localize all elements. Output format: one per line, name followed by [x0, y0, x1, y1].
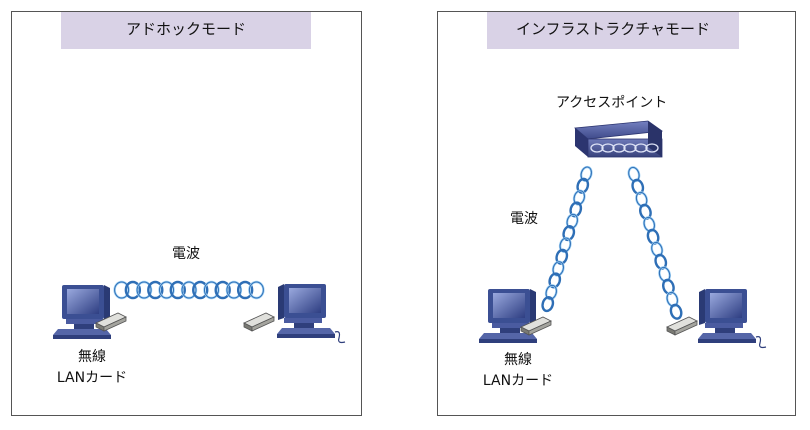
infra-wave-label: 電波 [510, 211, 538, 227]
adhoc-title: アドホックモード [61, 12, 311, 49]
adhoc-card-label: 無線 LANカード [52, 347, 132, 389]
wave-link-outline [670, 304, 682, 320]
wave-link-outline [566, 213, 578, 229]
access-point-device [574, 120, 664, 158]
wave-link-outline [159, 281, 175, 299]
ap-ring [623, 143, 637, 153]
wave-link-outline [147, 281, 163, 299]
ap-ring [634, 143, 648, 153]
infra-card-label-line2: LANカード [482, 373, 554, 389]
wave-link-outline [114, 281, 130, 299]
adhoc-radio-wave [113, 280, 265, 300]
wave-link-outline [170, 281, 186, 299]
infra-card-label-line1: 無線 [504, 352, 532, 368]
wave-link-outline [549, 273, 561, 288]
infra-card-label: 無線 LANカード [478, 350, 558, 392]
ap-ring [601, 143, 615, 153]
infra-radio-wave-right [627, 166, 683, 320]
adhoc-card-label-line1: 無線 [78, 349, 106, 365]
wave-link-outline [552, 261, 564, 276]
wave-link-outline [556, 249, 568, 265]
wave-link-outline [125, 281, 141, 299]
wave-link-outline [215, 281, 231, 299]
wave-link-outline [577, 178, 589, 194]
wave-link-outline [226, 281, 242, 299]
wave-link-outline [563, 225, 575, 241]
wave-link-outline [570, 202, 582, 217]
ap-ring [645, 143, 659, 153]
infra-title: インフラストラクチャモード [487, 12, 739, 49]
wave-link-outline [545, 284, 557, 300]
wave-link-outline [248, 281, 264, 299]
wave-link-outline [542, 296, 554, 312]
wave-link-outline [559, 237, 571, 253]
adhoc-wave-label: 電波 [172, 246, 200, 262]
infra-panel [437, 11, 796, 416]
wave-link-outline [580, 166, 592, 182]
wave-link-outline [181, 281, 197, 299]
adhoc-card-label-line2: LANカード [56, 370, 128, 386]
wave-link-outline [136, 281, 152, 299]
access-point-label: アクセスポイント [556, 95, 668, 111]
adhoc-panel [11, 11, 362, 416]
ap-ring [612, 143, 626, 153]
wave-link-outline [192, 281, 208, 299]
wave-link-outline [573, 190, 585, 205]
infra-radio-wave-left [541, 165, 593, 313]
wave-link-outline [203, 281, 219, 299]
ap-ring [590, 143, 604, 153]
wave-link-outline [237, 281, 253, 299]
